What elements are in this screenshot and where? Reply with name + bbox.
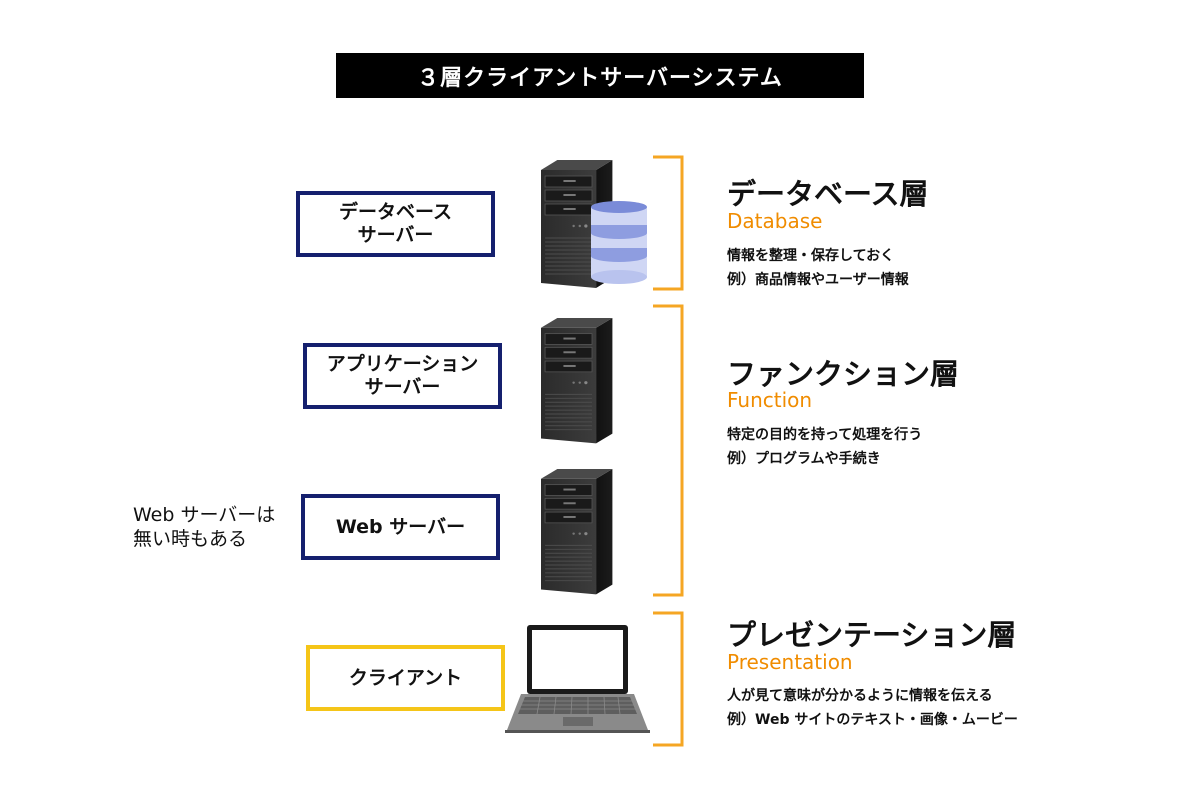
database-layer-bracket [653, 155, 684, 291]
client-box: クライアント [306, 645, 505, 711]
web-server-box: Web サーバー [301, 494, 500, 560]
function-layer-bracket [653, 304, 684, 597]
presentation-layer-desc-line1: 人が見て意味が分かるように情報を伝える [727, 688, 993, 704]
application-server-label-line2: サーバー [364, 376, 441, 398]
database-layer-english: Database [727, 209, 823, 233]
database-layer-title: データベース層 [727, 177, 929, 211]
database-server-box: データベース サーバー [296, 191, 495, 257]
presentation-layer-bracket [653, 611, 684, 747]
presentation-layer-english: Presentation [727, 650, 853, 674]
client-label: クライアント [348, 666, 463, 689]
presentation-layer-description: 人が見て意味が分かるように情報を伝える 例）Web サイトのテキスト・画像・ムー… [727, 684, 1018, 732]
web-server-note-line1: Web サーバーは [133, 504, 276, 526]
laptop-icon [505, 625, 650, 733]
application-server-icon [540, 317, 613, 444]
function-layer-desc-line1: 特定の目的を持って処理を行う [727, 427, 923, 443]
database-server-label-line2: サーバー [357, 224, 434, 246]
function-layer-english: Function [727, 388, 813, 412]
web-server-icon [540, 468, 613, 595]
database-cylinder-icon [591, 201, 647, 284]
function-layer-title: ファンクション層 [727, 357, 960, 391]
diagram-title: ３層クライアントサーバーシステム [336, 53, 864, 98]
database-server-label-line1: データベース [338, 201, 453, 223]
database-layer-desc-line1: 情報を整理・保存しておく [727, 248, 895, 264]
function-layer-description: 特定の目的を持って処理を行う 例）プログラムや手続き [727, 423, 922, 471]
web-server-note-line2: 無い時もある [133, 528, 248, 550]
application-server-box: アプリケーション サーバー [303, 343, 502, 409]
function-layer-desc-line2: 例）プログラムや手続き [727, 451, 881, 467]
presentation-layer-title: プレゼンテーション層 [727, 618, 1017, 652]
database-layer-description: 情報を整理・保存しておく 例）商品情報やユーザー情報 [727, 244, 909, 292]
database-layer-desc-line2: 例）商品情報やユーザー情報 [727, 272, 909, 288]
web-server-note: Web サーバーは 無い時もある [133, 503, 313, 551]
application-server-label-line1: アプリケーション [326, 353, 479, 375]
presentation-layer-desc-line2: 例）Web サイトのテキスト・画像・ムービー [727, 712, 1018, 728]
web-server-label: Web サーバー [335, 515, 466, 538]
